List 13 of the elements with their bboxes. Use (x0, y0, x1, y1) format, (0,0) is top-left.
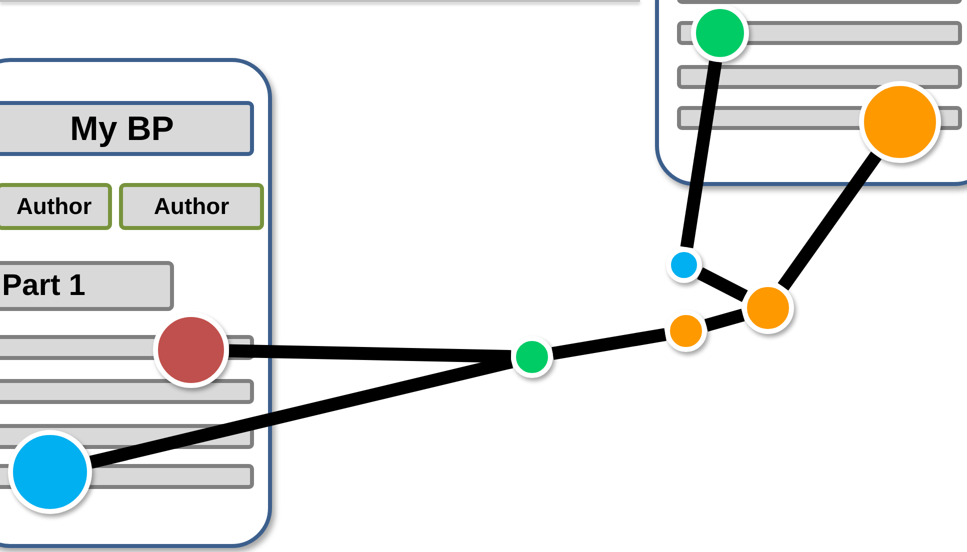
connector-line (704, 308, 745, 332)
card-panel (655, 0, 967, 186)
author-box: Author (0, 183, 112, 230)
connector-line (228, 344, 512, 364)
connector-line (89, 356, 514, 469)
connector-line (778, 152, 882, 291)
author-box: Author (119, 183, 264, 230)
section-box: Part 1 (0, 261, 174, 311)
connector-line (552, 328, 666, 360)
card-panel (0, 58, 272, 548)
title-box: My BP (0, 101, 254, 156)
connector-line (697, 267, 748, 302)
connector-line (680, 60, 722, 248)
